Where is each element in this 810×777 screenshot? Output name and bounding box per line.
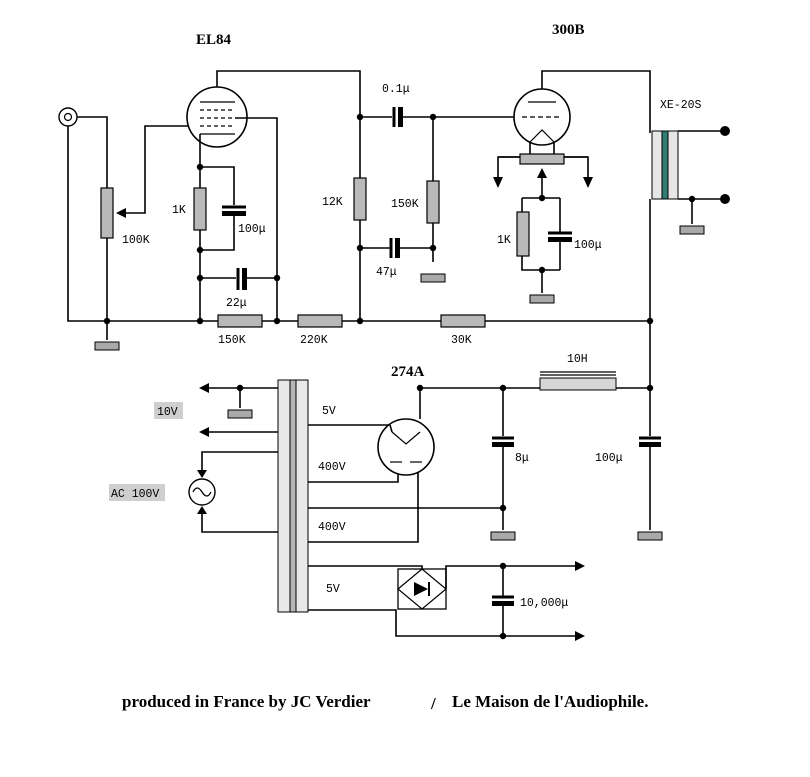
capacitor-8u-label: 8μ	[515, 452, 529, 465]
capacitor-10000u-label: 10,000μ	[520, 597, 568, 610]
ground-symbol	[420, 273, 446, 283]
ground-symbol	[227, 409, 253, 419]
capacitor-47u-label: 47μ	[376, 266, 397, 279]
secondary-400v-b-label: 400V	[318, 521, 346, 534]
resistor-12k	[353, 177, 367, 221]
ground-symbol	[637, 531, 663, 541]
secondary-5v-label: 5V	[322, 405, 336, 418]
ground-symbol	[94, 341, 120, 351]
resistor-grid-150k	[426, 180, 440, 224]
capacitor-10000u	[492, 595, 514, 606]
300b-cathode-capacitor-label: 100μ	[574, 239, 602, 252]
choke-10h-label: 10H	[567, 353, 588, 366]
capacitor-8u	[492, 436, 514, 447]
ac-source-icon	[188, 478, 216, 506]
input-jack	[58, 107, 78, 127]
resistor-30k-label: 30K	[451, 334, 472, 347]
274a-tube	[377, 418, 435, 476]
300b-cathode-capacitor	[548, 231, 572, 242]
secondary-5v-b-label: 5V	[326, 583, 340, 596]
resistor-30k	[440, 314, 486, 328]
ac-100v-label: AC 100V	[111, 488, 159, 501]
el84-cathode-capacitor-label: 100μ	[238, 223, 266, 236]
output-transformer	[651, 130, 679, 200]
filament-hum-pot	[519, 153, 565, 165]
speaker-terminal-hot	[720, 126, 730, 136]
resistor-150k-bottom	[217, 314, 263, 328]
300b-cathode-resistor	[516, 211, 530, 257]
el84-tube	[186, 86, 248, 148]
credit-shop: Le Maison de l'Audiophile.	[452, 692, 648, 711]
choke-10h	[539, 371, 617, 391]
secondary-400v-a-label: 400V	[318, 461, 346, 474]
resistor-220k	[297, 314, 343, 328]
capacitor-47u	[389, 238, 400, 258]
ground-symbol	[529, 294, 555, 304]
coupling-capacitor	[392, 107, 403, 127]
hum-pot-arrow	[537, 168, 547, 178]
wiper-arrow	[116, 208, 126, 218]
274a-label: 274A	[391, 364, 425, 380]
output-transformer-label: XE-20S	[660, 99, 702, 112]
credit-text: produced in France by JC Verdier	[122, 692, 371, 711]
filament-10v-label: 10V	[157, 406, 178, 419]
el84-cathode-resistor	[193, 187, 207, 231]
ground-symbol	[679, 225, 705, 235]
resistor-220k-label: 220K	[300, 334, 328, 347]
capacitor-22u-label: 22μ	[226, 297, 247, 310]
credit-slash: /	[430, 694, 436, 713]
300b-cathode-resistor-label: 1K	[497, 234, 511, 247]
el84-label: EL84	[196, 32, 232, 48]
el84-cathode-resistor-label: 1K	[172, 204, 186, 217]
capacitor-22u	[236, 268, 247, 290]
volume-potentiometer	[100, 187, 114, 239]
capacitor-100u-psu-label: 100μ	[595, 452, 623, 465]
speaker-terminal-cold	[720, 194, 730, 204]
resistor-grid-150k-label: 150K	[391, 198, 419, 211]
300b-label: 300B	[552, 22, 585, 38]
capacitor-100u-psu	[639, 436, 661, 447]
300b-tube	[513, 88, 571, 146]
resistor-150k-bottom-label: 150K	[218, 334, 246, 347]
el84-cathode-capacitor	[222, 205, 246, 216]
bridge-rectifier	[397, 568, 447, 610]
volume-pot-label: 100K	[122, 234, 150, 247]
ground-symbol	[490, 531, 516, 541]
power-transformer	[277, 379, 309, 613]
coupling-capacitor-label: 0.1μ	[382, 83, 410, 96]
resistor-12k-label: 12K	[322, 196, 343, 209]
